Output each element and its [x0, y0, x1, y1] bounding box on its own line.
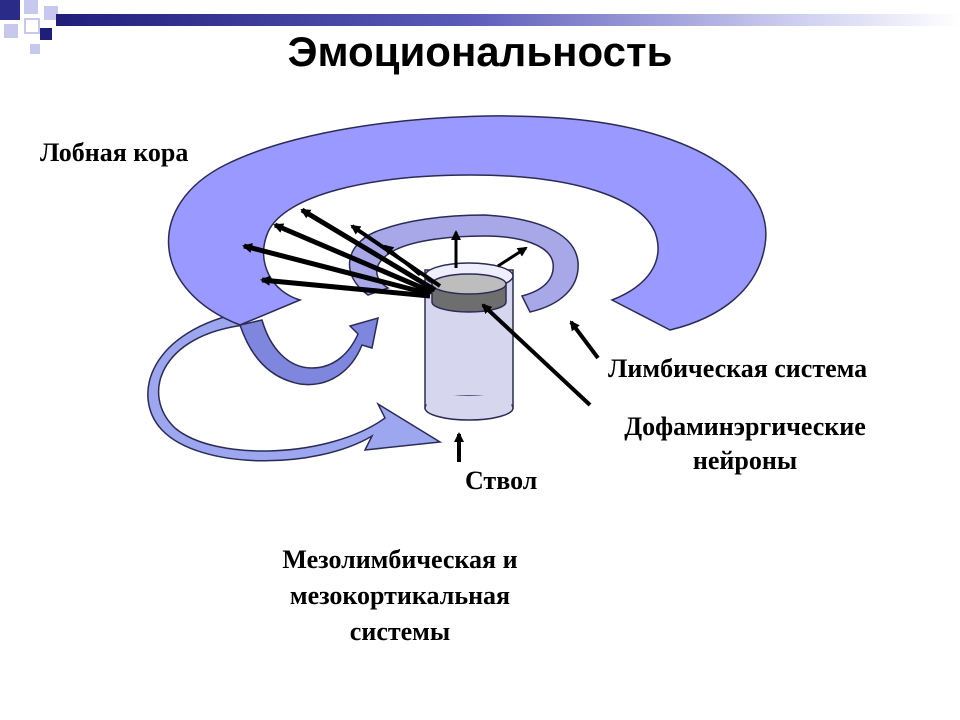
label-dopaminergic-line2: нейроны	[692, 446, 798, 475]
projection-arrow	[242, 243, 431, 297]
label-frontal-cortex: Лобная кора	[40, 138, 189, 167]
label-brainstem: Ствол	[465, 466, 538, 495]
lower-curved-arrow	[147, 311, 443, 462]
limbic-projection-arrow	[383, 244, 421, 277]
neurons-pointer-arrow	[481, 303, 592, 407]
label-systems-line3: системы	[349, 617, 451, 646]
decor-square	[40, 28, 52, 40]
frontal-cortex-band	[167, 115, 767, 331]
projection-arrow	[300, 207, 437, 293]
label-systems-line2: мезокортикальная	[289, 581, 511, 610]
decor-square	[24, 18, 40, 34]
label-dopaminergic-neurons: Дофаминэргические нейроны	[590, 410, 900, 478]
label-systems: Мезолимбическая и мезокортикальная систе…	[240, 542, 560, 650]
projection-arrow	[260, 275, 431, 299]
limbic-pointer-arrow	[569, 320, 600, 360]
projection-arrow	[273, 222, 433, 295]
decor-square	[24, 0, 38, 14]
label-limbic-system: Лимбическая система	[608, 354, 868, 383]
cylinder-body-cover	[426, 396, 512, 408]
slide-title: Эмоциональность	[287, 28, 673, 75]
decor-square	[4, 24, 18, 38]
decor-square	[44, 6, 58, 20]
dopaminergic-nucleus-top	[431, 273, 507, 295]
label-dopaminergic-line1: Дофаминэргические	[624, 412, 866, 441]
label-systems-line1: Мезолимбическая и	[282, 545, 518, 574]
limbic-ring	[348, 214, 579, 313]
decor-square	[30, 44, 40, 54]
title-bar	[56, 14, 960, 26]
limbic-projection-arrow	[497, 246, 528, 268]
cortex-fold	[239, 316, 379, 386]
decor-square	[0, 0, 20, 20]
